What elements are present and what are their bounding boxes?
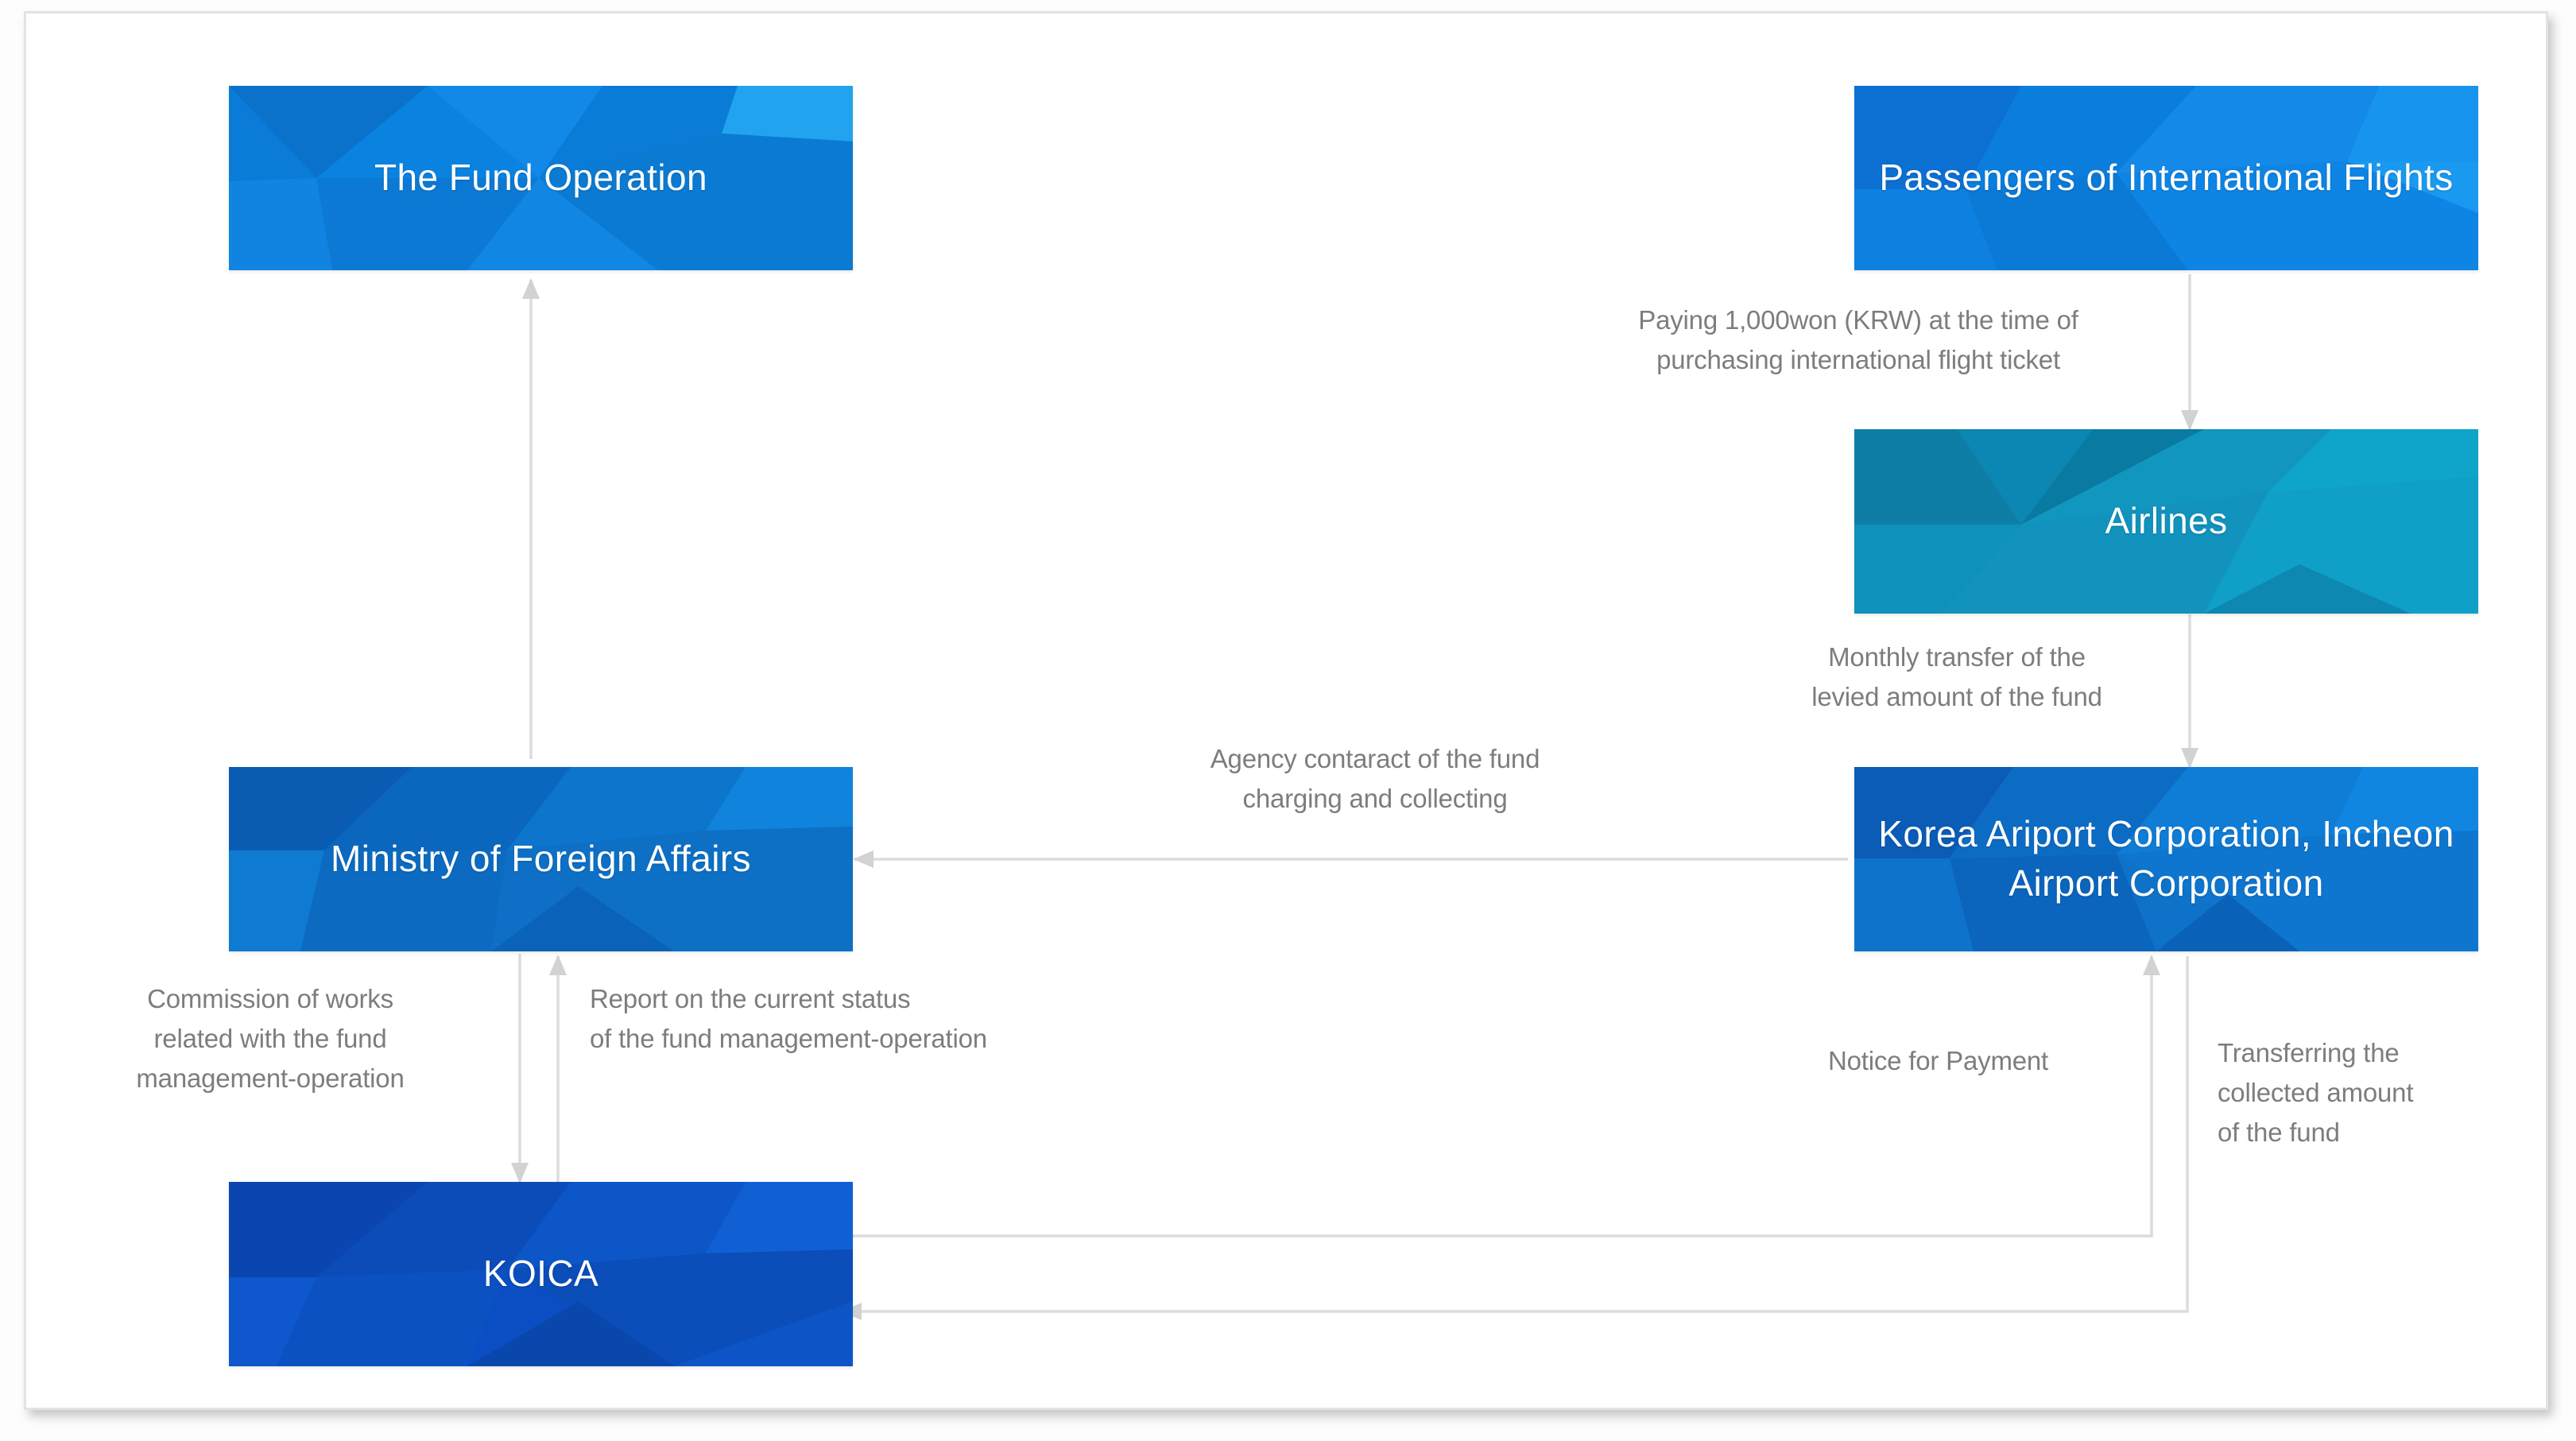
node-koica[interactable]: KOICA bbox=[229, 1182, 853, 1366]
node-label: KOICA bbox=[482, 1253, 599, 1295]
edge-label-koica-to-airport: Notice for Payment bbox=[1828, 1046, 2049, 1075]
edge-label-airlines-to-airport: Monthly transfer of the levied amount of… bbox=[1811, 642, 2102, 712]
node-passengers[interactable]: Passengers of International Flights bbox=[1854, 86, 2478, 270]
edge-label-ministry-to-koica: Commission of works related with the fun… bbox=[136, 984, 405, 1094]
edge-label-airport-to-koica: Transferring the collected amount of the… bbox=[2218, 1038, 2414, 1148]
node-label: Ministry of Foreign Affairs bbox=[331, 838, 751, 880]
node-airport-corp[interactable]: Korea Ariport Corporation, Incheon Airpo… bbox=[1854, 767, 2478, 951]
edge-koica-to-airport bbox=[843, 955, 2160, 1238]
edge-label-passengers-to-airlines: Paying 1,000won (KRW) at the time of pur… bbox=[1638, 305, 2078, 375]
node-label: Airlines bbox=[2105, 500, 2228, 542]
edge-label-airport-to-ministry: Agency contaract of the fund charging an… bbox=[1210, 744, 1540, 814]
node-label: Passengers of International Flights bbox=[1879, 157, 2454, 199]
node-fund-operation[interactable]: The Fund Operation bbox=[229, 86, 853, 270]
edge-label-koica-to-ministry: Report on the current status of the fund… bbox=[590, 984, 987, 1054]
node-ministry[interactable]: Ministry of Foreign Affairs bbox=[229, 767, 853, 951]
node-airlines[interactable]: Airlines bbox=[1854, 429, 2478, 614]
node-label: Korea Ariport Corporation, Incheon Airpo… bbox=[1878, 813, 2454, 904]
node-label: The Fund Operation bbox=[374, 157, 707, 199]
edge-airport-to-koica bbox=[841, 956, 2189, 1320]
